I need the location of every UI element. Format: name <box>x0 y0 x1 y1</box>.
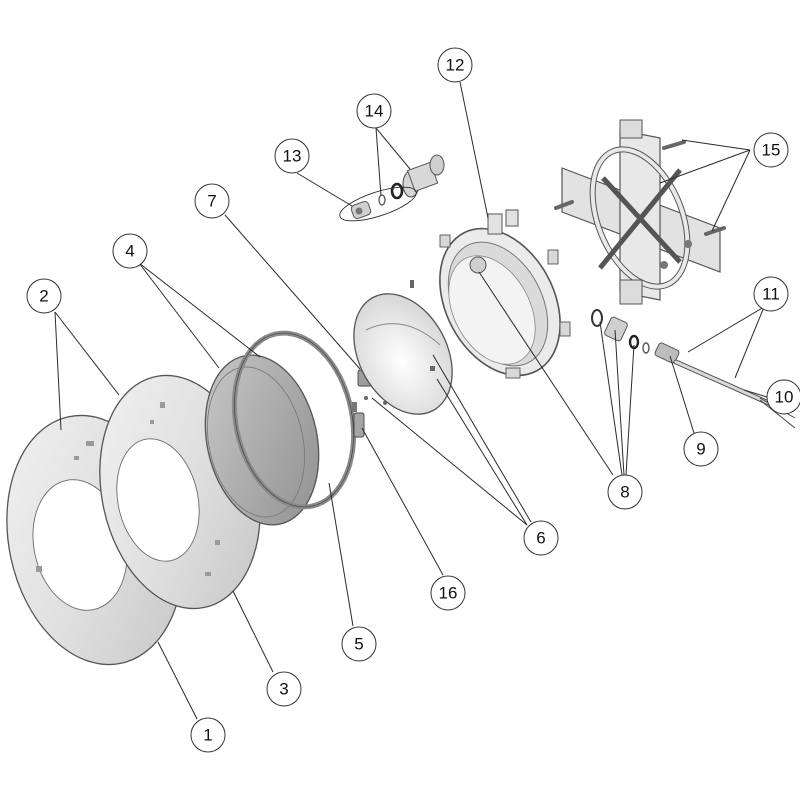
callout-2: 2 <box>26 278 62 314</box>
callout-11: 11 <box>753 276 789 312</box>
callout-6: 6 <box>523 520 559 556</box>
svg-text:16: 16 <box>439 584 458 603</box>
svg-text:4: 4 <box>125 242 134 261</box>
callout-1: 1 <box>190 717 226 753</box>
svg-text:12: 12 <box>446 56 465 75</box>
svg-text:1: 1 <box>203 726 212 745</box>
svg-text:10: 10 <box>775 388 794 407</box>
svg-text:13: 13 <box>283 147 302 166</box>
gland-o-ring-rear <box>628 334 650 354</box>
svg-text:3: 3 <box>279 680 288 699</box>
callout-8: 8 <box>607 474 643 510</box>
cable-gland-nut <box>402 154 445 198</box>
svg-text:14: 14 <box>365 102 384 121</box>
svg-text:6: 6 <box>536 529 545 548</box>
svg-text:8: 8 <box>620 483 629 502</box>
callout-9: 9 <box>683 431 719 467</box>
callout-7: 7 <box>194 183 230 219</box>
housing <box>439 209 571 379</box>
connector-plug <box>352 396 387 438</box>
callout-4: 4 <box>112 233 148 269</box>
svg-text:15: 15 <box>762 141 781 160</box>
mounting-bracket <box>554 119 726 305</box>
svg-text:5: 5 <box>354 635 363 654</box>
o-ring <box>390 182 404 200</box>
callout-10: 10 <box>766 379 800 415</box>
cable <box>673 359 796 429</box>
callout-3: 3 <box>266 671 302 707</box>
callout-5: 5 <box>341 626 377 662</box>
small-o-ring <box>378 194 386 206</box>
cable-gland <box>654 342 680 364</box>
svg-text:11: 11 <box>762 285 780 304</box>
seal-ring <box>231 330 357 510</box>
reflector <box>353 280 453 415</box>
callout-14: 14 <box>356 93 392 129</box>
svg-text:2: 2 <box>39 287 48 306</box>
callout-13: 13 <box>274 138 310 174</box>
gland-o-ring-front <box>591 309 603 327</box>
leader-lines <box>54 81 768 720</box>
callout-16: 16 <box>430 575 466 611</box>
callout-12: 12 <box>437 47 473 83</box>
gland-body <box>604 316 628 342</box>
callout-15: 15 <box>753 132 789 168</box>
svg-text:9: 9 <box>696 440 705 459</box>
svg-text:7: 7 <box>207 192 216 211</box>
screw-cap <box>350 200 372 220</box>
